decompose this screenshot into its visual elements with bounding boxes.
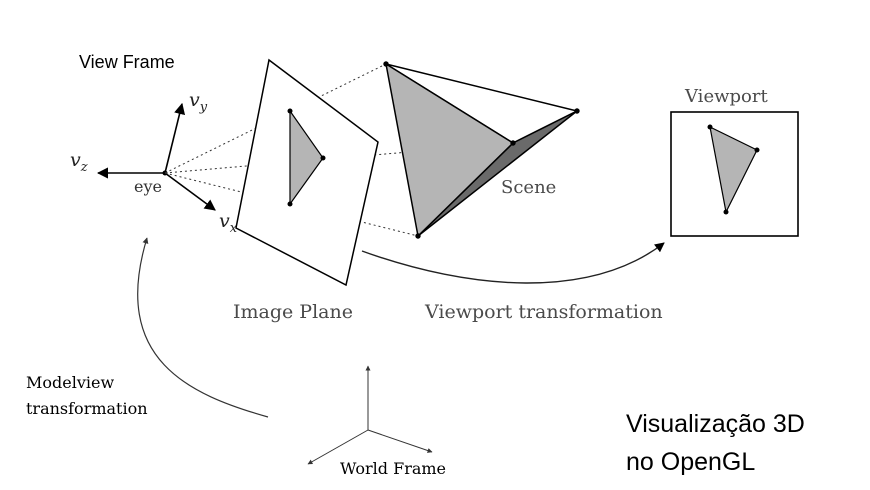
caption-line1: Visualização 3D	[626, 410, 805, 438]
projected-vertices	[287, 108, 326, 207]
scene-object	[383, 61, 580, 239]
world-axis-left	[307, 429, 369, 465]
caption-line2: no OpenGL	[626, 448, 755, 476]
modelview-label: Modelview transformation	[26, 373, 148, 418]
viewport-transformation-label: Viewport transformation	[424, 301, 663, 323]
scene-vertices	[383, 61, 580, 239]
eye-label: eye	[134, 177, 162, 196]
axis-vx-arrow	[164, 172, 216, 211]
axis-vz-label: vz	[70, 149, 88, 175]
scene-light-face	[384, 62, 515, 238]
viewport-vertices	[707, 124, 760, 215]
viewport-label: Viewport	[684, 86, 768, 107]
modelview-label-line2: transformation	[26, 399, 148, 418]
scene-label: Scene	[501, 177, 556, 198]
axis-vy-subscript: y	[199, 100, 208, 115]
world-axis-right	[367, 429, 433, 453]
axis-vy-label: vy	[189, 89, 208, 115]
eye-axes	[96, 102, 216, 211]
viewport-triangle	[709, 125, 758, 214]
axis-vz-subscript: z	[80, 160, 88, 175]
projected-triangle	[289, 109, 324, 206]
axis-vx-subscript: x	[230, 221, 238, 236]
modelview-label-line1: Modelview	[26, 373, 114, 392]
axis-vy-arrow	[164, 102, 186, 174]
axis-vx-label: vx	[219, 210, 238, 236]
world-frame-label: World Frame	[340, 459, 446, 478]
modelview-transformation-arrow	[137, 237, 269, 418]
world-frame-axes	[307, 365, 433, 465]
viewport-transformation-arrow	[361, 242, 665, 284]
view-frame-label: View Frame	[79, 52, 175, 72]
caption: Visualização 3D no OpenGL	[626, 410, 812, 476]
image-plane-label: Image Plane	[233, 301, 353, 323]
